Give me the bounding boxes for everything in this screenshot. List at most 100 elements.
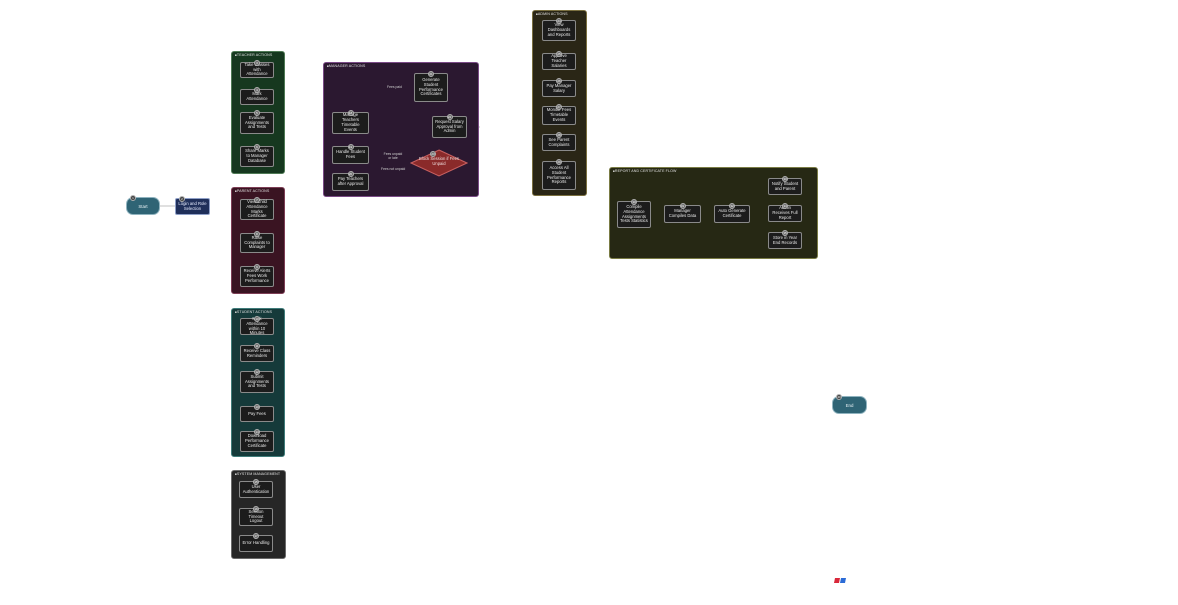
end-label: End [845,402,854,408]
node-label: Access All Student Performance Reports [547,164,571,185]
system-node-session-timeout[interactable]: 16Session Timeout Logout [239,506,273,526]
node-label: Download Performance Certificate [245,433,269,448]
node-number: 11 [254,343,260,349]
node-label: Handle Student Fees [336,149,365,159]
node-label: See Parent Complaints [548,136,570,147]
student-node-mark-attendance[interactable]: 10Mark Attendance within 10 Minutes [240,316,274,335]
group-title: STUDENT ACTIONS [235,310,272,314]
node-number: 19 [347,144,354,150]
edge-label-fees-paid: Fees paid [387,85,402,89]
start-label: Start [138,203,148,209]
node-number: 12 [254,369,260,375]
node-number: 23 [430,151,436,157]
login-label: Login and Role Selection [178,200,207,211]
node-number: 30 [631,199,637,205]
node-label: Request Salary Approval from Admin [435,118,464,134]
node-number: 20 [347,171,354,177]
node-label: Submit Assignments and Tests [245,373,269,389]
node-label: Auto Generate Certificate [718,208,746,218]
node-number: 32 [729,203,735,209]
node-label: Pay Fees [248,410,266,416]
manager-node-manage-teachers[interactable]: 18Manage Teachers Timetable Events [332,110,369,134]
fees-decision-diamond[interactable] [410,149,468,177]
node-number: 29 [556,159,562,165]
node-label: Monitor Fees Timetable Events [546,107,572,122]
admin-node-approve-salaries[interactable]: 25Approve Teacher Salaries [542,51,576,70]
node-label: Manager Compiles Data [668,208,697,218]
node-number: 17 [253,533,259,539]
node-number: 16 [253,506,259,512]
node-number: 5 [254,110,260,116]
node-number: 6 [254,144,260,150]
node-number: 27 [556,104,562,110]
node-label: Raise Complaints to Manager [244,234,270,250]
node-label: Generate Student Performance Certificate… [419,76,443,97]
decision-label: Block Session if Fees Unpaid [418,156,460,166]
node-number: 33 [782,176,788,182]
edge-label-fees-not-unpaid: Fees not unpaid [381,167,406,171]
node-label: Receive Alerts Fees Work Performance [243,268,271,283]
node-label: Store in Year End Records [772,234,798,245]
node-number: 35 [782,230,788,236]
node-label: Share Marks to Manager Database [245,148,269,163]
app-logo-icon [834,578,846,583]
report-node-admin-receives[interactable]: 34Admin Receives Full Report [768,203,802,222]
node-label: Pay Teachers after Approval [337,176,364,186]
node-number: 22 [446,114,453,120]
node-number: 24 [556,18,562,24]
node-label: Mark Attendance [246,91,268,101]
group-title: REPORT AND CERTIFICATE FLOW [613,169,676,173]
start-node[interactable]: 1 Start [126,195,160,215]
node-label: Evaluate Assignments and Tests [245,114,269,130]
edge-label-fees-unpaid-late: Fees unpaid or late [383,152,403,160]
end-node[interactable]: 40 End [832,394,867,414]
node-number: 26 [556,78,562,84]
node-number: 14 [254,429,260,435]
node-label: Manage Teachers Timetable Events [341,112,360,132]
node-number: 25 [556,51,562,57]
login-role-selection-node[interactable]: 2 Login and Role Selection [175,196,210,215]
node-number: 7 [254,197,260,203]
node-number: 31 [679,203,686,209]
node-number: 18 [347,110,354,116]
node-number: 8 [254,231,260,237]
node-label: Pay Manager Salary [546,82,572,93]
node-number: 9 [254,264,260,270]
node-number: 15 [253,479,259,485]
group-title: SYSTEM MANAGEMENT [235,472,280,476]
node-number: 21 [428,71,434,77]
node-number: 2 [179,196,185,202]
node-number: 10 [254,316,260,322]
node-number: 1 [130,195,136,201]
group-title: ADMIN ACTIONS [536,12,568,16]
node-label: User Authentication [242,483,270,494]
